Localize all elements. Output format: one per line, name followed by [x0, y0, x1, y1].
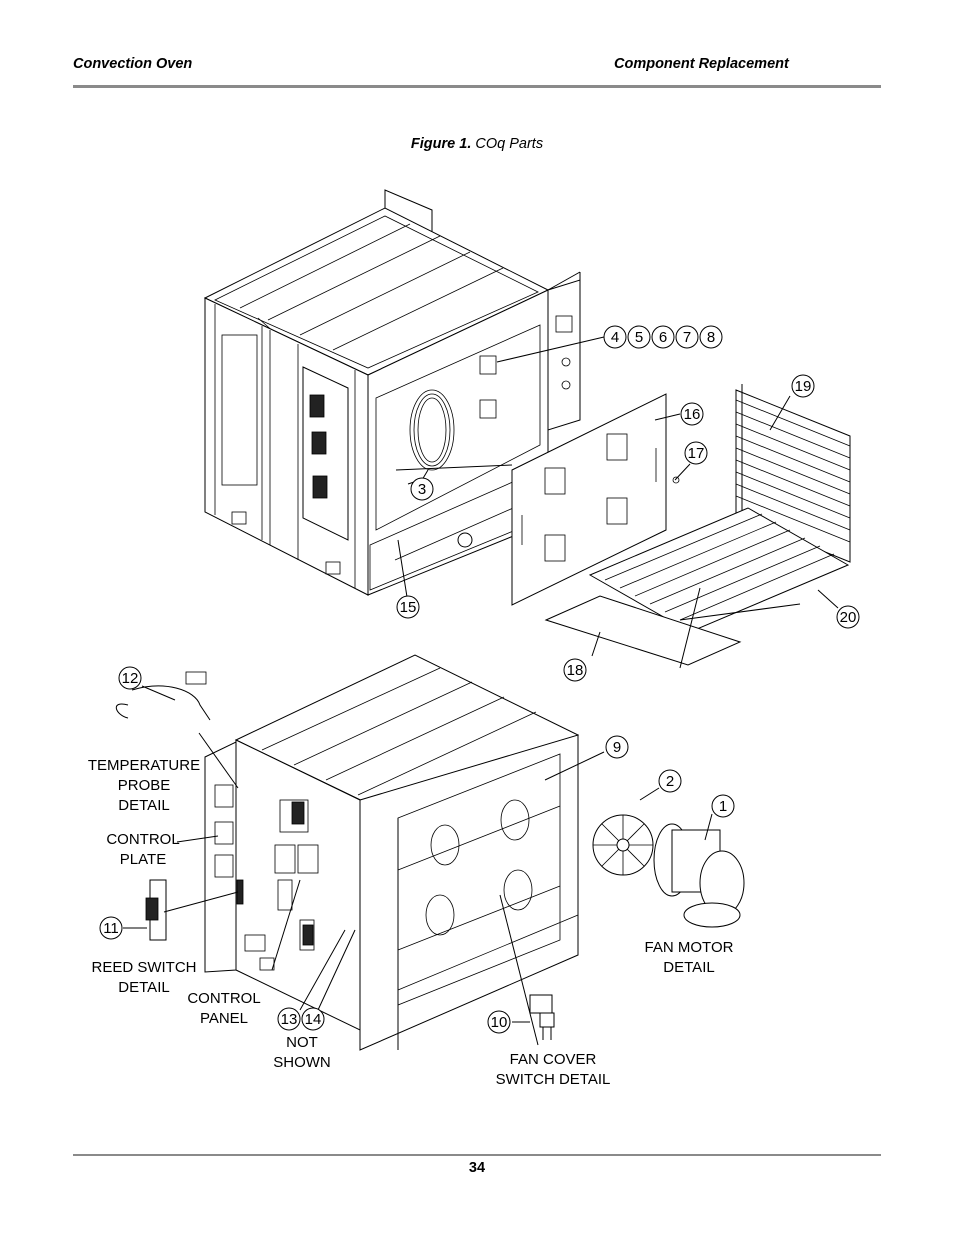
- callout-circle-19: [791, 374, 815, 398]
- callout-circle-3: [410, 477, 434, 501]
- header-left-title: Convection Oven: [73, 56, 193, 72]
- callout-circle-6: [651, 325, 675, 349]
- detail-labels: TEMPERATURE PROBE DETAIL CONTROL PLATE R…: [88, 757, 734, 1088]
- figure-label: Figure 1.: [410, 136, 472, 152]
- callout-20: 20: [840, 609, 857, 626]
- callout-1: 1: [719, 798, 727, 815]
- callout-circle-5: [627, 325, 651, 349]
- footer-rule: [73, 1154, 881, 1156]
- callouts: 4 5 6 7 8 19 16 17 3 15 20 18 12 9 2 1 1…: [99, 325, 860, 1034]
- callout-9: 9: [613, 739, 621, 756]
- callout-10: 10: [491, 1014, 508, 1031]
- callout-circle-1: [711, 794, 735, 818]
- callout-circle-17: [684, 441, 708, 465]
- reed-switch-label-2: DETAIL: [118, 979, 169, 996]
- callout-18: 18: [567, 662, 584, 679]
- temp-probe-label-2: PROBE: [118, 777, 171, 794]
- callout-14: 14: [305, 1011, 322, 1028]
- callout-19: 19: [795, 378, 812, 395]
- callout-13: 13: [281, 1011, 298, 1028]
- callout-16: 16: [684, 406, 701, 423]
- top-oven-assembly: [203, 189, 851, 666]
- header-right-title: Component Replacement: [614, 56, 789, 72]
- callout-circle-12: [118, 666, 142, 690]
- callout-circle-8: [699, 325, 723, 349]
- callout-circle-9: [605, 735, 629, 759]
- fan-motor-label-2: DETAIL: [663, 959, 714, 976]
- temp-probe-label-1: TEMPERATURE: [88, 757, 200, 774]
- not-shown-label-1: NOT: [286, 1034, 318, 1051]
- fan-cover-switch-label-1: FAN COVER: [510, 1051, 597, 1068]
- control-plate-label-2: PLATE: [120, 851, 166, 868]
- callout-circle-15: [396, 595, 420, 619]
- callout-circle-20: [836, 605, 860, 629]
- control-panel-label-1: CONTROL: [187, 990, 260, 1007]
- fan-motor-label-1: FAN MOTOR: [645, 939, 734, 956]
- reed-switch-label-1: REED SWITCH: [92, 959, 197, 976]
- fan-cover-switch-label-2: SWITCH DETAIL: [496, 1071, 611, 1088]
- callout-7: 7: [683, 329, 691, 346]
- figure-title: COq Parts: [475, 136, 544, 152]
- callout-circle-16: [680, 402, 704, 426]
- callout-3: 3: [418, 481, 426, 498]
- callout-2: 2: [666, 773, 674, 790]
- callout-15: 15: [400, 599, 417, 616]
- callout-circle-10: [487, 1010, 511, 1034]
- page-number: 34: [468, 1160, 486, 1176]
- callout-circle-11: [99, 916, 123, 940]
- callout-circle-4: [603, 325, 627, 349]
- callout-circle-14: [301, 1007, 325, 1031]
- figure-caption: Figure 1. COq Parts: [0, 136, 954, 152]
- callout-circle-18: [563, 658, 587, 682]
- callout-4: 4: [611, 329, 619, 346]
- callout-6: 6: [659, 329, 667, 346]
- control-panel-label-2: PANEL: [200, 1010, 248, 1027]
- temp-probe-label-3: DETAIL: [118, 797, 169, 814]
- callout-17: 17: [688, 445, 705, 462]
- callout-12: 12: [122, 670, 139, 687]
- header-rule: [73, 85, 881, 88]
- callout-circle-13: [277, 1007, 301, 1031]
- not-shown-label-2: SHOWN: [273, 1054, 331, 1071]
- callout-circle-7: [675, 325, 699, 349]
- callout-8: 8: [707, 329, 715, 346]
- callout-circle-2: [658, 769, 682, 793]
- callout-5: 5: [635, 329, 643, 346]
- callout-11: 11: [103, 920, 119, 937]
- bottom-oven-assembly: [115, 654, 745, 1051]
- leader-lines: [123, 336, 839, 1046]
- control-plate-label-1: CONTROL: [106, 831, 179, 848]
